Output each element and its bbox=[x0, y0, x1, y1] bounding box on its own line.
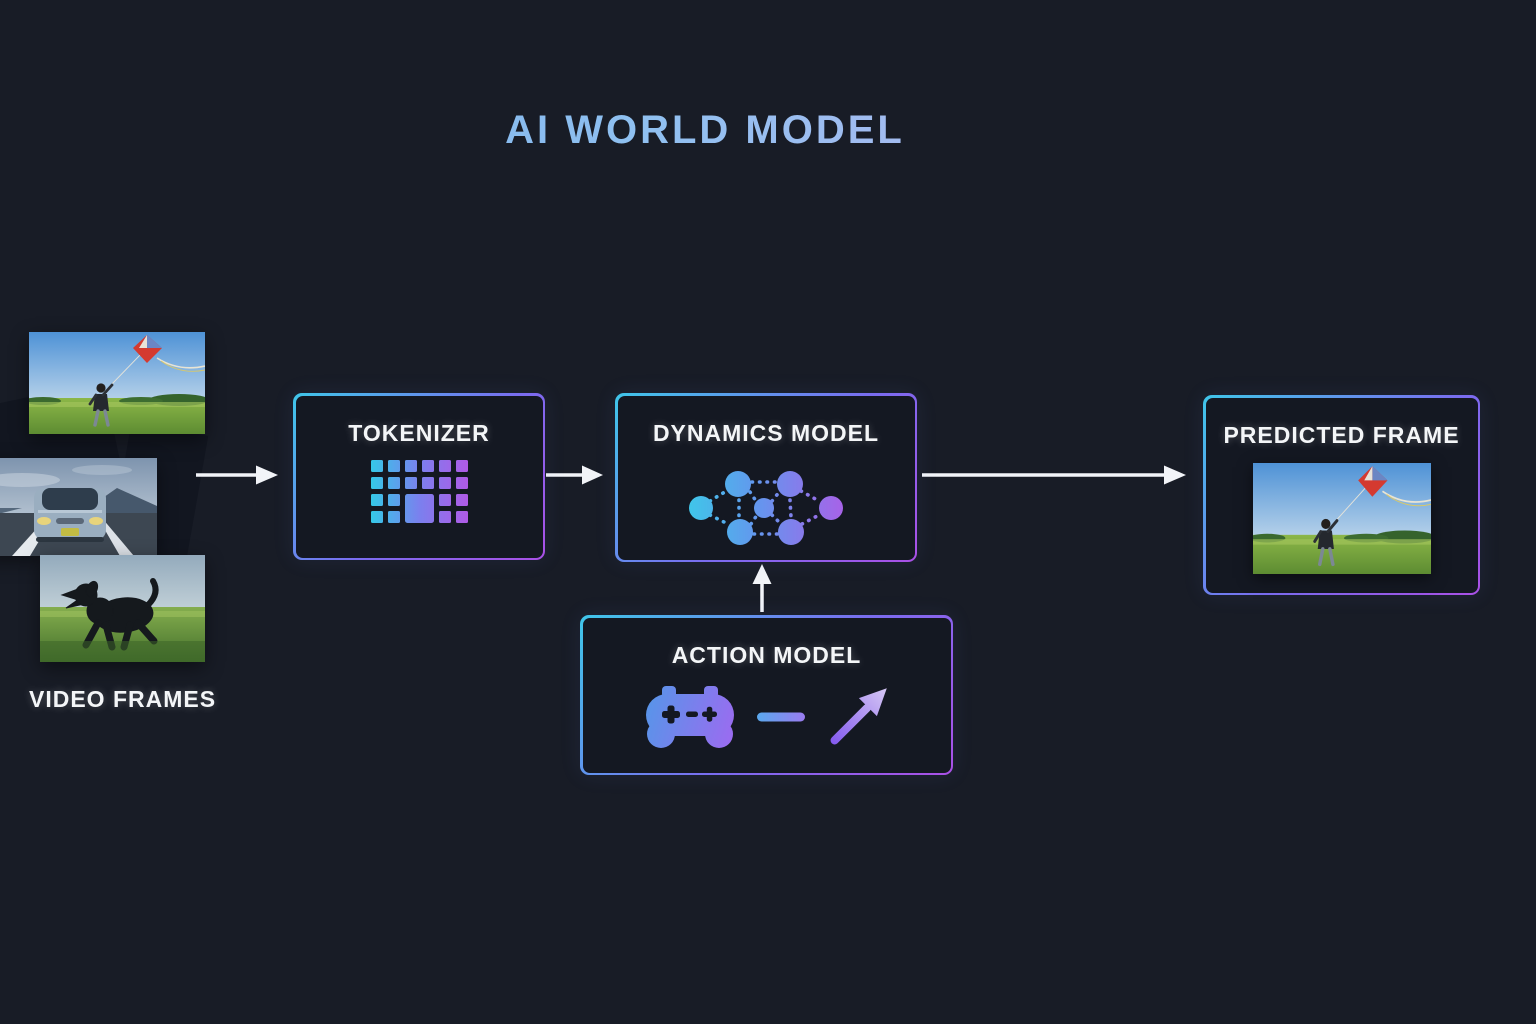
predicted-frame-image bbox=[1253, 463, 1431, 574]
action-model-label: ACTION MODEL bbox=[671, 641, 862, 668]
arrow-action-to-dynamics bbox=[752, 564, 772, 612]
dash-icon bbox=[756, 712, 805, 721]
gamepad-icon bbox=[645, 685, 734, 748]
arrow-frames-to-tokenizer bbox=[196, 465, 278, 485]
arrow-tokenizer-to-dynamics bbox=[546, 465, 603, 485]
action-model-node: ACTION MODEL bbox=[580, 615, 953, 775]
video-frames-label: VIDEO FRAMES bbox=[29, 686, 217, 712]
token-grid-icon bbox=[370, 459, 468, 523]
video-frame-car-image bbox=[0, 458, 157, 556]
video-frame-kite-image bbox=[29, 332, 205, 434]
dynamics-model-label: DYNAMICS MODEL bbox=[652, 419, 880, 446]
arrow-dynamics-to-predicted bbox=[922, 465, 1186, 485]
tokenizer-label: TOKENIZER bbox=[348, 419, 490, 446]
neural-network-icon bbox=[689, 470, 843, 545]
predicted-frame-label: PREDICTED FRAME bbox=[1223, 421, 1460, 448]
page-title: AI WORLD MODEL bbox=[0, 108, 1410, 153]
predicted-frame-node: PREDICTED FRAME bbox=[1203, 395, 1480, 595]
tokenizer-node: TOKENIZER bbox=[293, 393, 545, 560]
dynamics-model-node: DYNAMICS MODEL bbox=[615, 393, 917, 562]
trend-arrow-icon bbox=[830, 687, 887, 744]
video-frame-dog-image bbox=[40, 555, 205, 662]
